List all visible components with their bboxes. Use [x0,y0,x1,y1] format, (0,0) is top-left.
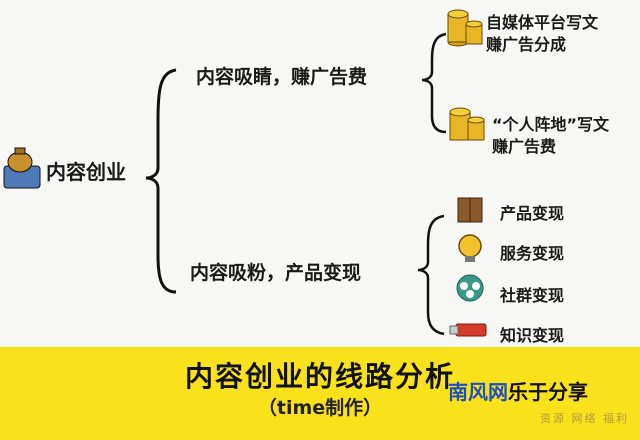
money-bag-icon [3,147,41,189]
watermark: 南风网乐于分享 [448,376,588,405]
coin-stack-icon [449,107,485,141]
leaf-service: 服务变现 [500,244,565,263]
branch-label-product-monetization: 内容吸粉，产品变现 [190,262,362,284]
leaf-line: 赚广告费 [492,137,557,156]
leaf-knowledge: 知识变现 [500,326,565,345]
leaf-line: “个人阵地”写文 [492,115,610,134]
coin-stack-icon [447,9,483,47]
leaf-line: 赚广告分成 [486,35,567,54]
box-icon [457,197,483,223]
banner-subtitle: （time制作） [257,397,383,419]
lightbulb-icon [458,234,482,262]
watermark-tagline: 资源 网络 福利 [540,412,629,425]
watermark-site: 南风网 [448,380,508,404]
root-node-label: 内容创业 [46,160,126,184]
title-banner: 内容创业的线路分析 （time制作） [0,347,640,440]
leaf-media-platform: 自媒体平台写文 赚广告分成 [486,12,598,56]
branch-label-ad-revenue: 内容吸睛，赚广告费 [196,66,368,88]
banner-title: 内容创业的线路分析 [184,360,455,393]
leaf-personal-site: “个人阵地”写文 赚广告费 [492,114,609,158]
leaf-line: 自媒体平台写文 [486,13,599,32]
community-icon [456,274,484,302]
leaf-community: 社群变现 [500,286,565,305]
leaf-product: 产品变现 [500,204,565,223]
usb-drive-icon [449,323,487,337]
watermark-slogan: 乐于分享 [508,380,588,404]
